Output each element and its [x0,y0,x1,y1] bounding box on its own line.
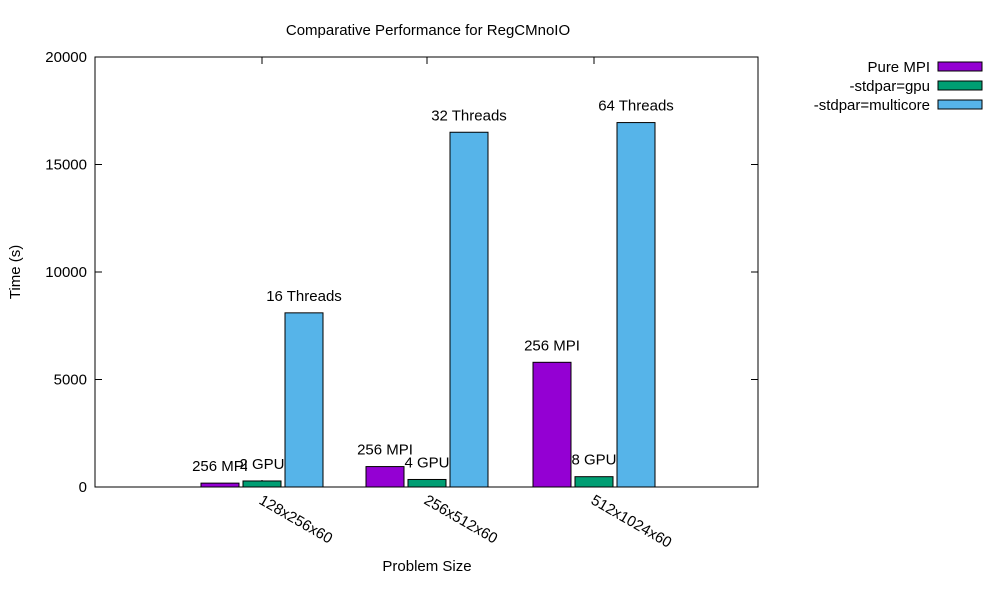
x-axis-label: Problem Size [382,558,471,575]
bar-data-label: 256 MPI [192,458,248,475]
bar [365,466,405,488]
bar-data-label: 256 MPI [357,442,413,459]
bar [574,476,614,488]
chart-title: Comparative Performance for RegCMnoIO [286,22,570,39]
bar [616,122,656,488]
legend: Pure MPI -stdpar=gpu -stdpar=multicore [814,59,983,114]
x-tick-label: 512x1024x60 [588,492,675,552]
y-tick-label: 0 [79,479,87,496]
legend-swatch [937,61,983,72]
legend-label: -stdpar=multicore [814,97,930,114]
legend-swatch [937,80,983,91]
bar [532,361,572,488]
y-tick-label: 10000 [45,264,87,281]
x-tick-label: 256x512x60 [421,492,500,548]
bar [200,482,240,488]
bar-data-label: 64 Threads [598,98,674,115]
bar [407,478,447,488]
plot-border [94,56,759,488]
bar-data-label: 256 MPI [524,337,580,354]
bar-data-label: 32 Threads [431,107,507,124]
legend-label: Pure MPI [867,59,930,76]
bar [449,131,489,488]
bar-data-label: 4 GPU [404,454,449,471]
y-tick-label: 5000 [54,372,87,389]
legend-label: -stdpar=gpu [850,78,930,95]
y-tick-label: 20000 [45,49,87,66]
legend-swatch [937,99,983,110]
bar [284,312,324,488]
y-tick-label: 15000 [45,157,87,174]
bar [242,480,282,488]
bar-data-label: 8 GPU [571,452,616,469]
x-tick-label: 128x256x60 [256,492,335,548]
y-axis-label: Time (s) [7,245,24,299]
bar-data-label: 16 Threads [266,288,342,305]
bar-data-label: 2 GPU [239,456,284,473]
